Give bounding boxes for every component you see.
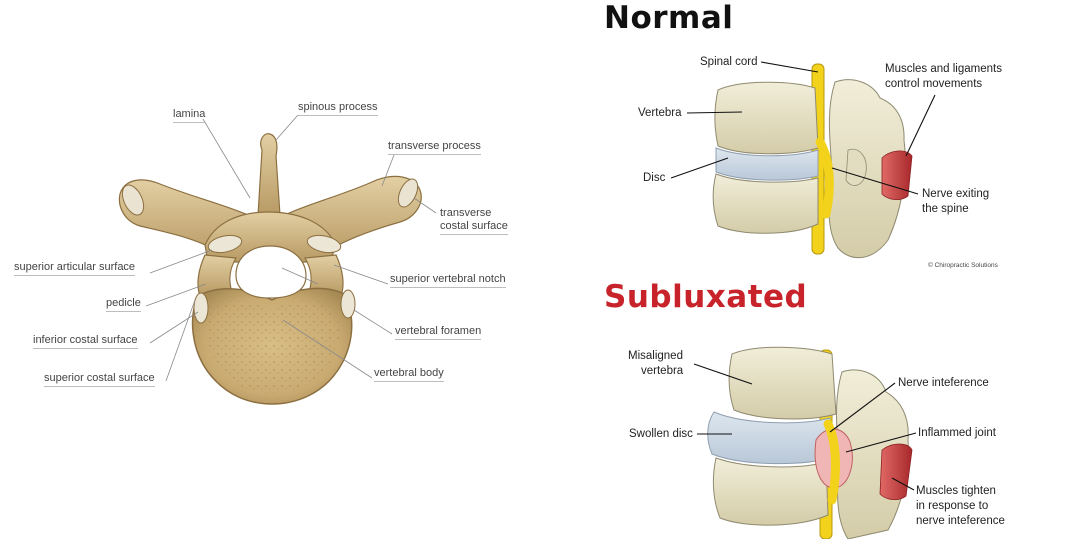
label-swollen-disc: Swollen disc [629,428,693,440]
normal-leader-lines [670,61,936,195]
label-inferior-costal-surface: inferior costal surface [33,334,138,349]
label-misaligned-2: vertebra [641,365,684,377]
label-spinous-process: spinous process [298,101,378,116]
subluxated-leader-lines [693,363,917,491]
label-muscles-tighten-1: Muscles tighten [916,485,996,497]
label-transverse-costal-surface-2: costal surface [440,220,508,235]
label-nerve-exiting-1: Nerve exiting [922,188,990,200]
label-nerve-inteference: Nerve inteference [898,377,989,389]
label-transverse-process: transverse process [388,140,481,155]
label-muscles-ligaments-1: Muscles and ligaments [885,63,1002,75]
subluxated-title: Subluxated [604,279,808,315]
normal-title: Normal [604,0,734,36]
copyright-text: © Chiropractic Solutions [928,262,998,269]
label-superior-articular-surface: superior articular surface [14,261,136,276]
label-muscles-tighten-3: nerve inteference [916,515,1005,527]
label-lamina: lamina [173,108,206,123]
label-transverse-costal-surface-1: transverse [440,207,492,219]
label-nerve-exiting-2: the spine [922,203,969,215]
label-pedicle: pedicle [106,297,141,312]
label-disc: Disc [643,172,666,184]
left-leader-lines [145,114,437,382]
label-superior-costal-surface: superior costal surface [44,372,155,387]
label-vertebral-foramen: vertebral foramen [395,325,482,340]
label-superior-vertebral-notch: superior vertebral notch [390,273,506,288]
label-misaligned-1: Misaligned [628,350,683,362]
label-spinal-cord: Spinal cord [700,56,758,68]
subluxated-spine-illustration [707,346,913,539]
normal-spine-illustration [712,63,913,259]
label-vertebra: Vertebra [638,107,682,119]
thoracic-vertebra [118,133,422,405]
label-vertebral-body: vertebral body [374,367,444,382]
label-inflammed-joint: Inflammed joint [918,427,996,439]
label-muscles-ligaments-2: control movements [885,78,983,90]
label-muscles-tighten-2: in response to [916,500,989,512]
